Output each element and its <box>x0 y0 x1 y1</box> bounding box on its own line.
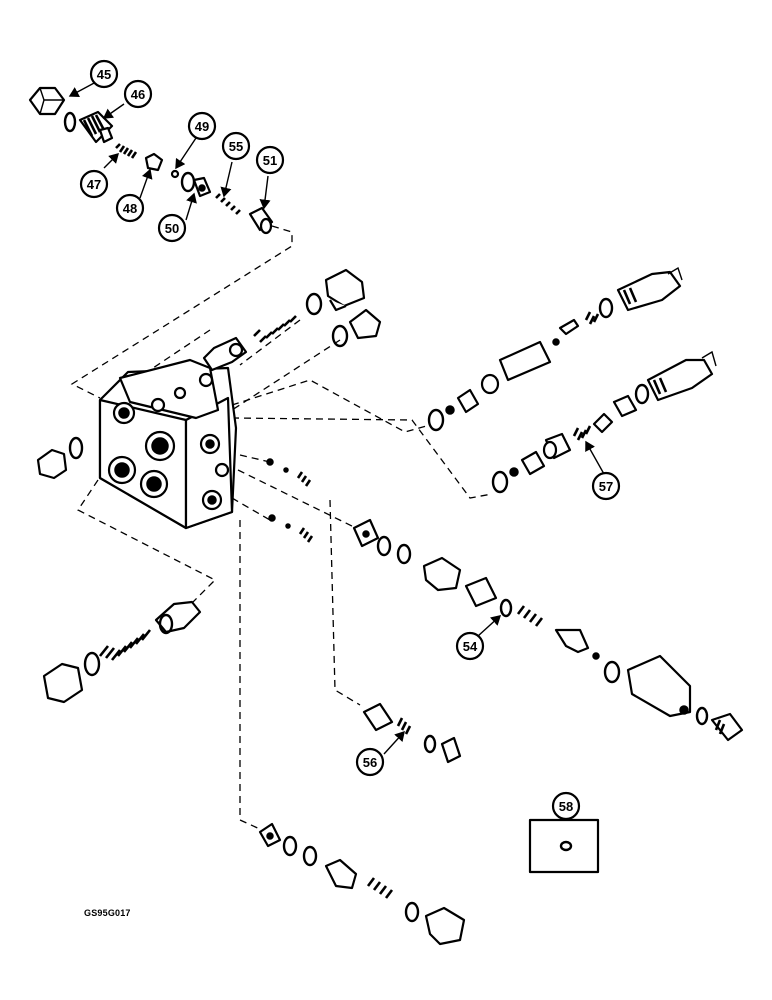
figure-code: GS95G017 <box>84 908 131 918</box>
left-lower-parts <box>42 600 202 704</box>
valve-body <box>98 358 238 530</box>
upper-right-parts <box>427 266 683 432</box>
lower-middle-parts <box>352 518 744 742</box>
callout-51: 51 <box>263 153 277 168</box>
callout-57: 57 <box>599 479 613 494</box>
callout-46: 46 <box>131 87 145 102</box>
callout-55: 55 <box>229 139 243 154</box>
callout-50: 50 <box>165 221 179 236</box>
middle-right-parts <box>491 350 717 494</box>
assembly-lines <box>70 225 493 831</box>
callout-48: 48 <box>123 201 137 216</box>
relief-valve-parts <box>28 86 274 235</box>
callout-58: 58 <box>559 799 573 814</box>
bottom-parts <box>258 822 466 946</box>
callout-56: 56 <box>363 755 377 770</box>
left-plug <box>36 436 84 480</box>
callout-49: 49 <box>195 119 209 134</box>
leader-lines <box>68 81 605 755</box>
body-small-parts <box>266 458 314 543</box>
callout-54: 54 <box>463 639 478 654</box>
callouts: 45 46 47 48 49 55 51 50 57 54 56 58 <box>79 59 621 821</box>
upper-middle-parts <box>202 268 382 372</box>
valve-56-parts <box>362 702 462 764</box>
callout-45: 45 <box>97 67 111 82</box>
kit-box-58 <box>528 818 600 874</box>
callout-47: 47 <box>87 177 101 192</box>
